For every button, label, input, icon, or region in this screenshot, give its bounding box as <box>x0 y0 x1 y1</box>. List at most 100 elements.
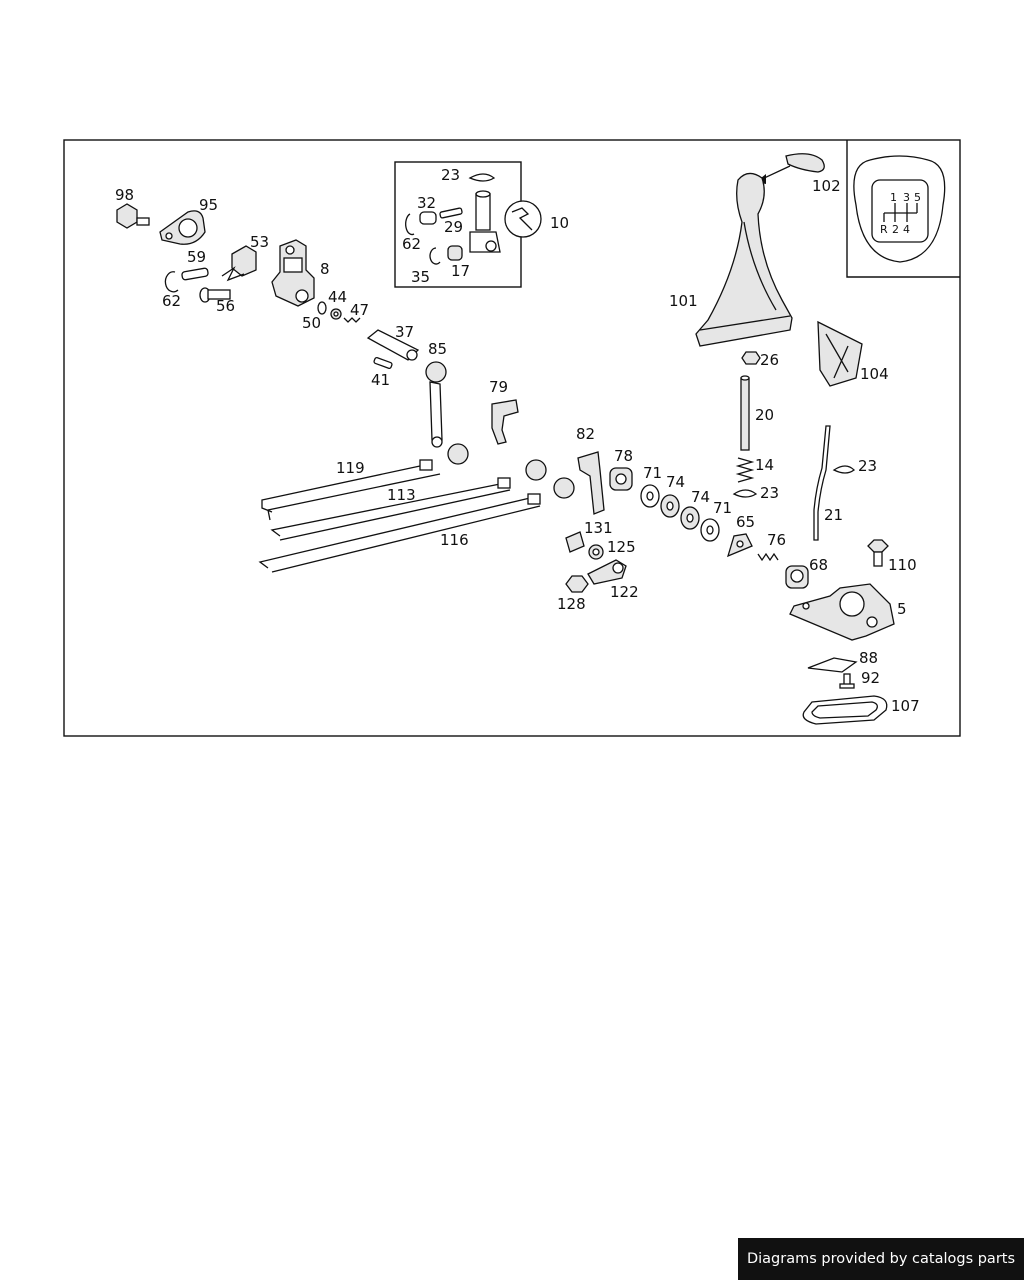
part-17-bushing <box>447 245 463 261</box>
shift-pattern-knob-top: 1 3 5 R 2 4 <box>853 155 946 263</box>
label-107: 107 <box>891 697 920 715</box>
label-62-left: 62 <box>162 292 181 310</box>
part-71-washer-a <box>640 484 660 508</box>
part-110-bolt <box>867 539 889 567</box>
label-44: 44 <box>328 288 347 306</box>
label-20: 20 <box>755 406 774 424</box>
label-104: 104 <box>860 365 889 383</box>
label-128: 128 <box>557 595 586 613</box>
label-79: 79 <box>489 378 508 396</box>
label-56: 56 <box>216 297 235 315</box>
part-53-clip <box>221 245 257 282</box>
part-68-bushing <box>785 565 809 589</box>
label-5: 5 <box>897 600 907 618</box>
part-35-clip <box>429 247 441 265</box>
label-21: 21 <box>824 506 843 524</box>
label-71-first: 71 <box>643 464 662 482</box>
label-35: 35 <box>411 268 430 286</box>
label-119: 119 <box>336 459 365 477</box>
part-56-bolt <box>199 287 231 303</box>
label-110: 110 <box>888 556 917 574</box>
gear-1-label: 1 <box>890 191 897 204</box>
part-113-rod <box>270 459 547 541</box>
part-98-bolt <box>116 203 150 229</box>
part-125-washer <box>588 544 604 560</box>
label-78: 78 <box>614 447 633 465</box>
part-92-screw <box>839 673 855 689</box>
gear-5-label: 5 <box>914 191 921 204</box>
label-26: 26 <box>760 351 779 369</box>
gear-r-label: R <box>880 223 888 236</box>
label-8: 8 <box>320 260 330 278</box>
part-44-washer <box>330 308 342 320</box>
part-107-gasket <box>802 695 888 725</box>
label-50: 50 <box>302 314 321 332</box>
part-65-clip <box>726 533 753 558</box>
part-20-tube <box>740 375 750 451</box>
part-14-spring <box>735 457 755 483</box>
part-29-pin <box>439 207 463 219</box>
label-76: 76 <box>767 531 786 549</box>
label-92: 92 <box>861 669 880 687</box>
label-23-mid: 23 <box>760 484 779 502</box>
part-59-pin <box>181 267 209 281</box>
part-37-shaft <box>366 329 420 361</box>
label-10: 10 <box>550 214 569 232</box>
part-131-bushing <box>565 531 585 553</box>
label-68: 68 <box>809 556 828 574</box>
label-74-second: 74 <box>691 488 710 506</box>
part-102-knob-insert <box>785 153 825 173</box>
part-21-shift-lever <box>813 425 831 541</box>
label-65: 65 <box>736 513 755 531</box>
part-62-circlip <box>164 271 179 293</box>
part-79-bracket <box>491 399 519 445</box>
diagram-frame <box>63 139 961 737</box>
gear-3-label: 3 <box>903 191 910 204</box>
label-82: 82 <box>576 425 595 443</box>
label-71-second: 71 <box>713 499 732 517</box>
part-50-ring <box>317 301 327 315</box>
label-14: 14 <box>755 456 774 474</box>
label-95: 95 <box>199 196 218 214</box>
label-23-right: 23 <box>858 457 877 475</box>
part-41-pin <box>373 357 393 369</box>
label-122: 122 <box>610 583 639 601</box>
footer-credit: Diagrams provided by catalogs parts <box>738 1238 1024 1280</box>
label-53: 53 <box>250 233 269 251</box>
part-82-lever <box>577 451 605 515</box>
label-29: 29 <box>444 218 463 236</box>
label-116: 116 <box>440 531 469 549</box>
part-26-nut <box>741 351 761 365</box>
label-125: 125 <box>607 538 636 556</box>
label-37: 37 <box>395 323 414 341</box>
part-119-rod <box>261 443 469 521</box>
part-71-washer-b <box>700 518 720 542</box>
part-78-bushing <box>609 467 633 491</box>
part-95-bracket <box>159 210 206 245</box>
part-32-bushing <box>419 211 437 225</box>
label-74-first: 74 <box>666 473 685 491</box>
part-47-spring <box>343 317 361 323</box>
part-88-plate <box>807 657 858 673</box>
part-selector-lever-inset <box>469 190 501 253</box>
label-17: 17 <box>451 262 470 280</box>
part-122-lever <box>587 559 627 585</box>
label-98: 98 <box>115 186 134 204</box>
label-101: 101 <box>669 292 698 310</box>
part-23-circlip-mid <box>732 489 758 498</box>
part-128-nut <box>565 575 589 593</box>
label-62-inset: 62 <box>402 235 421 253</box>
part-23-circlip-inset <box>468 173 496 182</box>
part-5-shift-housing <box>789 583 895 641</box>
label-131: 131 <box>584 519 613 537</box>
label-113: 113 <box>387 486 416 504</box>
part-8-shift-housing <box>271 239 315 307</box>
part-76-spring <box>757 552 779 562</box>
wrench-icon <box>504 200 542 238</box>
part-104-bracket <box>817 320 863 387</box>
gear-2-label: 2 <box>892 223 899 236</box>
label-23-inset: 23 <box>441 166 460 184</box>
label-41: 41 <box>371 371 390 389</box>
label-32: 32 <box>417 194 436 212</box>
